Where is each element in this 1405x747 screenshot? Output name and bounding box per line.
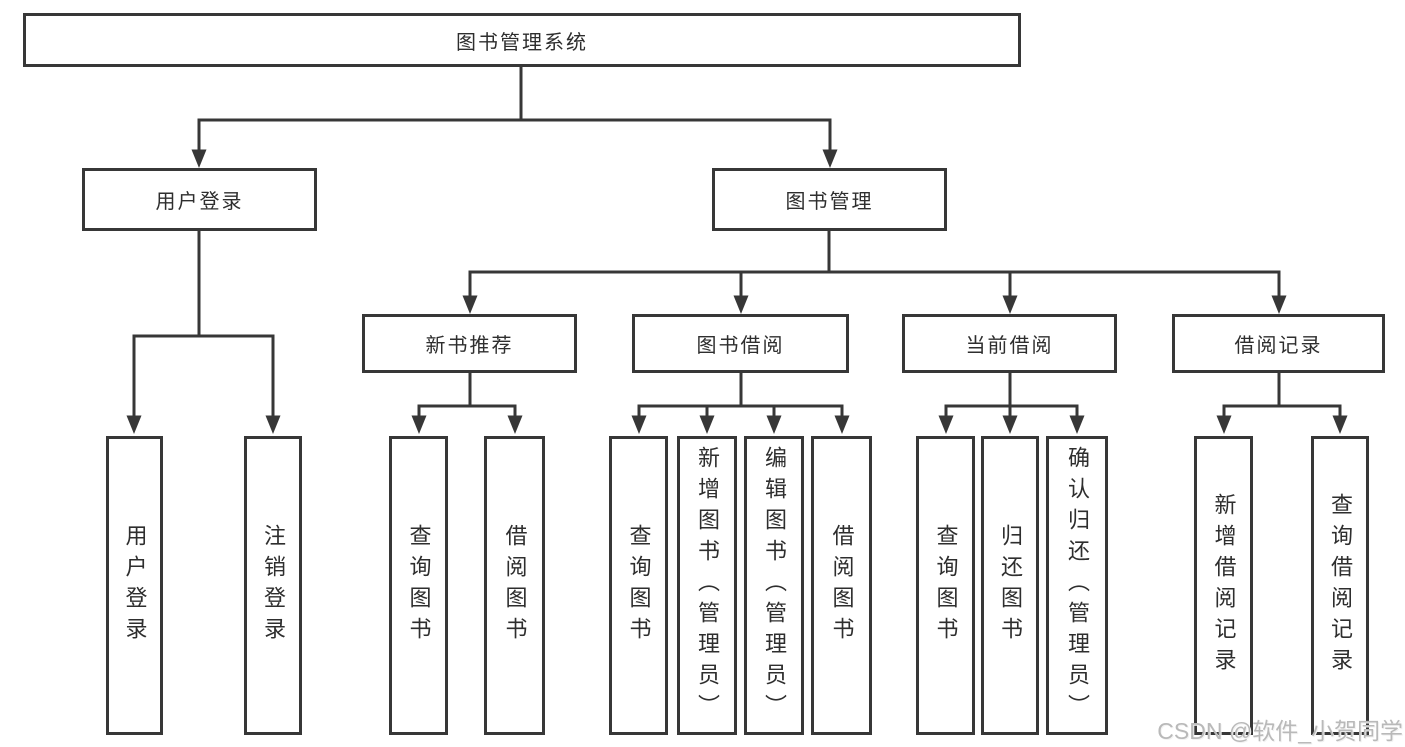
node-current-borrowing: 当前借阅 bbox=[902, 314, 1117, 373]
leaf-user-login: 用户登录 bbox=[106, 436, 163, 735]
leaf-label: 新增图书（管理员） bbox=[695, 446, 720, 725]
leaf-query-books-borrow: 查询图书 bbox=[609, 436, 668, 735]
leaf-borrow-books-recommend: 借阅图书 bbox=[484, 436, 545, 735]
node-borrowing-records: 借阅记录 bbox=[1172, 314, 1385, 373]
node-new-book-recommend: 新书推荐 bbox=[362, 314, 577, 373]
leaf-label: 查询图书 bbox=[406, 523, 432, 648]
node-label: 用户登录 bbox=[155, 191, 244, 213]
leaf-label: 编辑图书（管理员） bbox=[762, 446, 787, 725]
leaf-logout: 注销登录 bbox=[244, 436, 302, 735]
node-label: 新书推荐 bbox=[425, 335, 514, 357]
leaf-confirm-return-admin: 确认归还（管理员） bbox=[1046, 436, 1108, 735]
leaf-label: 归还图书 bbox=[998, 523, 1023, 648]
leaf-label: 查询图书 bbox=[933, 523, 959, 648]
leaf-label: 借阅图书 bbox=[502, 523, 528, 648]
node-label: 当前借阅 bbox=[965, 335, 1054, 357]
leaf-return-book: 归还图书 bbox=[981, 436, 1039, 735]
leaf-label: 用户登录 bbox=[122, 523, 148, 648]
leaf-query-borrow-record: 查询借阅记录 bbox=[1311, 436, 1369, 735]
leaf-edit-book-admin: 编辑图书（管理员） bbox=[744, 436, 804, 735]
node-book-management: 图书管理 bbox=[712, 168, 947, 231]
node-library-management-system: 图书管理系统 bbox=[23, 13, 1021, 67]
node-user-login: 用户登录 bbox=[82, 168, 317, 231]
node-book-borrowing: 图书借阅 bbox=[632, 314, 849, 373]
node-label: 图书管理系统 bbox=[456, 31, 588, 54]
leaf-label: 查询借阅记录 bbox=[1328, 492, 1353, 679]
node-label: 图书借阅 bbox=[696, 335, 785, 357]
leaf-query-books-current: 查询图书 bbox=[916, 436, 975, 735]
leaf-add-book-admin: 新增图书（管理员） bbox=[677, 436, 737, 735]
csdn-watermark: CSDN @软件_小贺同学 bbox=[1157, 718, 1403, 744]
node-label: 借阅记录 bbox=[1234, 335, 1323, 357]
leaf-label: 注销登录 bbox=[261, 523, 286, 648]
leaf-query-books-recommend: 查询图书 bbox=[389, 436, 448, 735]
leaf-label: 新增借阅记录 bbox=[1211, 492, 1237, 679]
leaf-borrow-books: 借阅图书 bbox=[811, 436, 872, 735]
leaf-add-borrow-record: 新增借阅记录 bbox=[1194, 436, 1253, 735]
leaf-label: 借阅图书 bbox=[829, 523, 855, 648]
node-label: 图书管理 bbox=[785, 191, 874, 213]
leaf-label: 查询图书 bbox=[626, 523, 652, 648]
leaf-label: 确认归还（管理员） bbox=[1065, 446, 1090, 725]
